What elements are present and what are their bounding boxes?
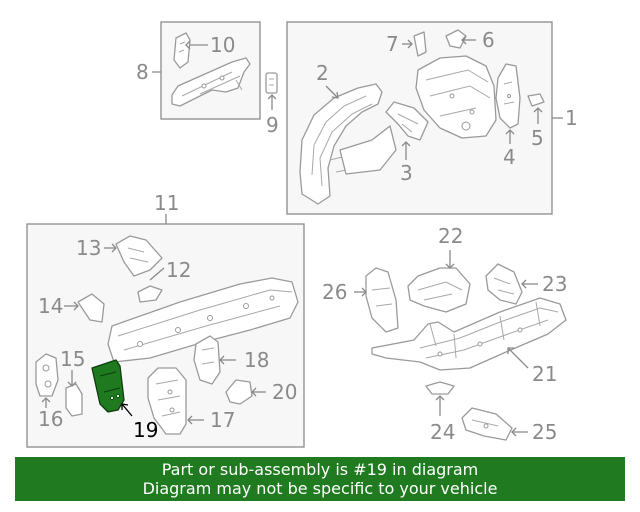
part-13-bracket[interactable]	[115, 235, 163, 277]
arrow-10	[185, 40, 191, 50]
callout-16: 16	[38, 407, 63, 431]
part-apron-assembly[interactable]	[415, 55, 497, 139]
callout-3: 3	[400, 161, 413, 185]
callout-17: 17	[210, 408, 235, 432]
callout-7: 7	[386, 32, 399, 56]
callout-12: 12	[166, 258, 191, 282]
arrow-7	[407, 39, 413, 49]
arrow-17	[187, 415, 193, 425]
leader-2	[325, 85, 339, 99]
part-21-frame[interactable]	[371, 297, 567, 371]
arrow-16	[41, 397, 51, 403]
callout-5: 5	[531, 126, 544, 150]
arrow-20	[251, 387, 257, 397]
callout-10: 10	[210, 33, 235, 57]
banner-line-disclaimer: Diagram may not be specific to your vehi…	[142, 479, 498, 498]
arrow-9	[267, 94, 277, 100]
callout-19: 19	[133, 418, 158, 442]
callout-6: 6	[482, 28, 495, 52]
part-7-bracket[interactable]	[413, 31, 427, 57]
callout-22: 22	[438, 224, 463, 248]
leader-21	[507, 347, 529, 369]
arrow-23	[521, 279, 527, 289]
callout-15: 15	[60, 347, 85, 371]
callout-8: 8	[136, 60, 149, 84]
part-4-panel[interactable]	[495, 63, 521, 129]
part-19-reinforcement[interactable]	[91, 359, 125, 413]
arrow-26	[361, 287, 367, 297]
callout-23: 23	[542, 272, 567, 296]
arrow-18	[219, 355, 225, 365]
callout-1: 1	[565, 106, 578, 130]
callout-21: 21	[532, 362, 557, 386]
callout-26: 26	[322, 280, 347, 304]
part-18-bracket[interactable]	[193, 335, 221, 385]
part-8-rail[interactable]	[171, 57, 251, 107]
part-17-bracket[interactable]	[147, 367, 187, 435]
info-banner: Part or sub-assembly is #19 in diagram D…	[15, 457, 625, 501]
parts-diagram: 10 8 9 2 3 7 6 4 5 1 11 13 12 14 15 16 1…	[26, 21, 578, 448]
part-10-bracket[interactable]	[173, 32, 191, 69]
callout-14: 14	[38, 294, 63, 318]
part-14-bracket[interactable]	[77, 293, 105, 323]
callout-9: 9	[266, 113, 279, 137]
arrow-5	[533, 107, 543, 113]
part-23-bracket[interactable]	[485, 263, 523, 305]
part-2-wheelhouse[interactable]	[299, 83, 397, 205]
arrow-22	[445, 263, 455, 269]
arrow-6	[461, 35, 467, 45]
callout-18: 18	[244, 348, 269, 372]
callout-13: 13	[76, 236, 101, 260]
part-12-clip[interactable]	[137, 285, 163, 303]
part-3-bracket[interactable]	[385, 101, 429, 141]
part-9-clip[interactable]	[265, 72, 278, 94]
callout-11: 11	[154, 191, 179, 215]
part-5-clip[interactable]	[527, 93, 545, 107]
leader-19	[121, 403, 133, 417]
arrow-21	[507, 347, 514, 354]
part-6-bracket[interactable]	[445, 29, 467, 49]
arrow-24	[435, 395, 445, 401]
arrow-14	[73, 301, 79, 311]
arrow-15	[67, 381, 77, 387]
part-24-clip[interactable]	[425, 381, 455, 395]
banner-line-part: Part or sub-assembly is #19 in diagram	[161, 460, 479, 479]
callout-2: 2	[316, 61, 329, 85]
callout-24: 24	[430, 420, 455, 444]
callout-4: 4	[503, 145, 516, 169]
leader-12	[149, 267, 165, 281]
part-22-bracket[interactable]	[407, 267, 471, 313]
arrow-2	[331, 91, 339, 99]
part-20-clip[interactable]	[225, 379, 253, 405]
arrow-19	[121, 403, 129, 410]
part-15-bracket[interactable]	[65, 383, 83, 417]
callout-25: 25	[532, 420, 557, 444]
callout-20: 20	[272, 380, 297, 404]
part-25-bracket[interactable]	[461, 407, 513, 441]
arrow-25	[511, 427, 517, 437]
part-26-panel[interactable]	[365, 267, 399, 333]
arrow-3	[401, 141, 411, 147]
arrow-13	[111, 243, 117, 253]
arrow-4	[505, 129, 515, 135]
part-16-plate[interactable]	[35, 353, 59, 397]
